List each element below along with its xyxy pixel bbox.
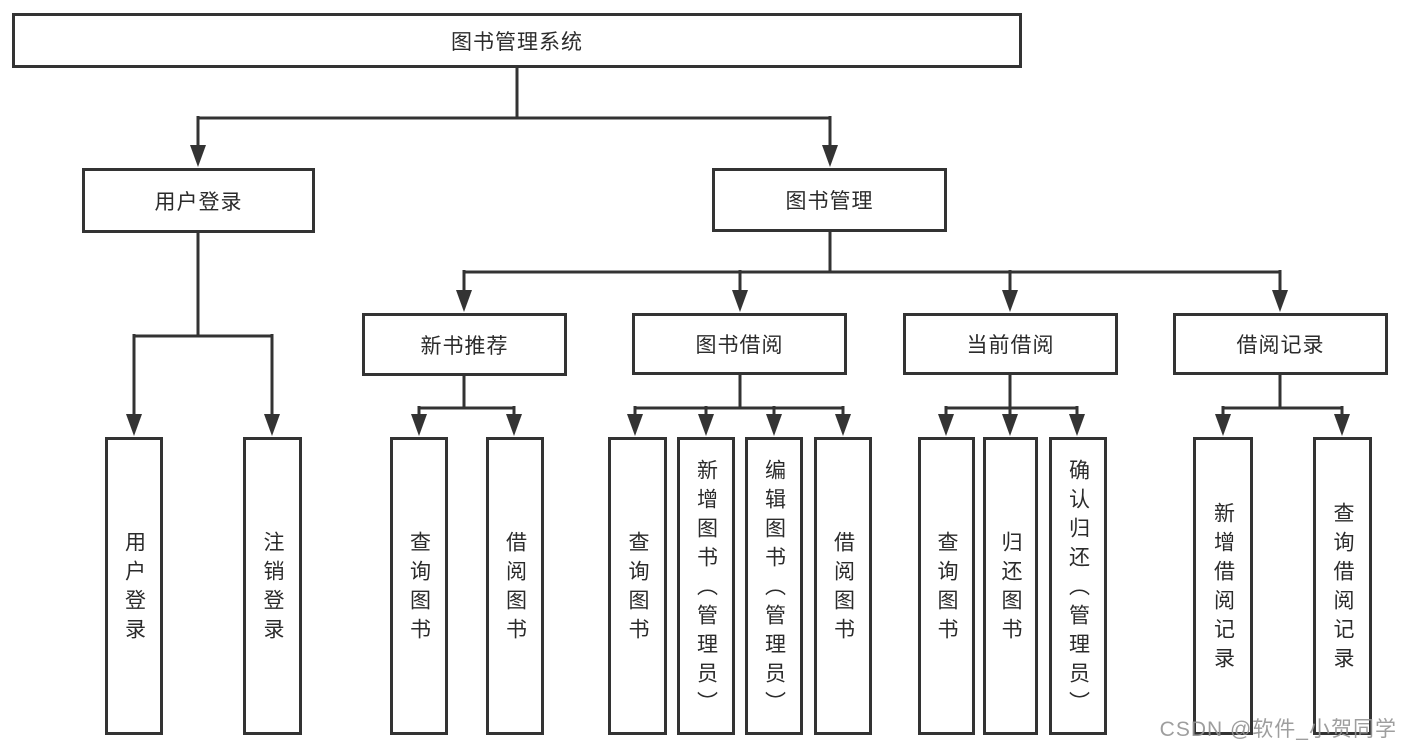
- arrowhead: [190, 145, 206, 167]
- arrowhead: [1069, 414, 1085, 436]
- arrowhead: [1215, 414, 1231, 436]
- branch-root: [190, 68, 838, 167]
- node-user-login: 用户登录: [82, 168, 315, 233]
- leaf-query-books-2: 查询图书: [608, 437, 667, 735]
- branch-current-borrow: [938, 375, 1085, 436]
- leaf-confirm-return-admin: 确认归还（管理员）: [1049, 437, 1107, 735]
- leaf-edit-books-admin: 编辑图书（管理员）: [745, 437, 803, 735]
- branch-new-book-recommend: [411, 376, 522, 436]
- arrowhead: [766, 414, 782, 436]
- arrowhead: [1272, 290, 1288, 312]
- csdn-watermark: CSDN @软件_小贺同学: [1159, 718, 1397, 741]
- leaf-user-login: 用户登录: [105, 437, 163, 735]
- branch-book-borrow: [627, 375, 851, 436]
- arrowhead: [698, 414, 714, 436]
- leaf-query-books-3: 查询图书: [918, 437, 975, 735]
- arrowhead: [1002, 414, 1018, 436]
- arrowhead: [627, 414, 643, 436]
- leaf-query-books-1: 查询图书: [390, 437, 448, 735]
- node-current-borrow: 当前借阅: [903, 313, 1118, 375]
- arrowhead: [1002, 290, 1018, 312]
- arrowhead: [835, 414, 851, 436]
- arrowhead: [506, 414, 522, 436]
- node-library-management-system: 图书管理系统: [12, 13, 1022, 68]
- arrowhead: [411, 414, 427, 436]
- arrowhead: [822, 145, 838, 167]
- arrowhead: [456, 290, 472, 312]
- node-new-book-recommend: 新书推荐: [362, 313, 567, 376]
- arrowhead: [264, 414, 280, 436]
- leaf-return-books: 归还图书: [983, 437, 1038, 735]
- leaf-add-borrow-record: 新增借阅记录: [1193, 437, 1253, 735]
- leaf-logout: 注销登录: [243, 437, 302, 735]
- branch-book-management: [456, 232, 1288, 312]
- leaf-query-borrow-record: 查询借阅记录: [1313, 437, 1372, 735]
- node-book-management: 图书管理: [712, 168, 947, 232]
- node-book-borrow: 图书借阅: [632, 313, 847, 375]
- arrowhead: [938, 414, 954, 436]
- arrowhead: [732, 290, 748, 312]
- branch-borrow-records: [1215, 375, 1350, 436]
- branch-user-login: [126, 233, 280, 436]
- node-borrow-records: 借阅记录: [1173, 313, 1388, 375]
- leaf-borrow-books-2: 借阅图书: [814, 437, 872, 735]
- arrowhead: [1334, 414, 1350, 436]
- leaf-borrow-books-1: 借阅图书: [486, 437, 544, 735]
- leaf-add-books-admin: 新增图书（管理员）: [677, 437, 735, 735]
- arrowhead: [126, 414, 142, 436]
